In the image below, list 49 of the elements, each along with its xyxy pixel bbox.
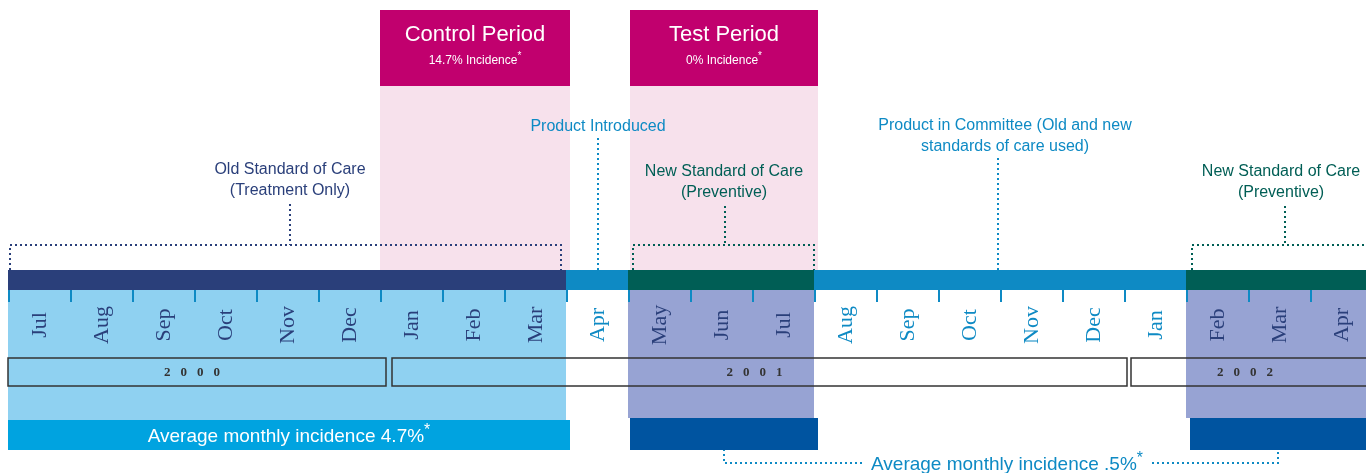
leader-line (1191, 205, 1366, 271)
period-label: New Standard of Care (Preventive) (1196, 158, 1366, 206)
leader-line (1151, 449, 1279, 464)
month-label: Jul (26, 311, 52, 340)
month-label: May (646, 303, 672, 348)
incidence-label: Average monthly incidence .5%$^{*}$ (862, 451, 1152, 473)
leader-line (9, 203, 562, 271)
month-label: Nov (1018, 305, 1044, 346)
year-label: 2000 (163, 364, 231, 380)
month-label: Feb (1204, 307, 1230, 344)
month-label: Oct (212, 308, 238, 343)
month-label: Dec (1080, 306, 1106, 345)
period-title: Control Period (404, 20, 546, 48)
period-label: Old Standard of Care (Treatment Only) (190, 156, 390, 204)
leader-line (997, 157, 999, 271)
month-label: Aug (832, 305, 858, 346)
month-label: Feb (460, 307, 486, 344)
year-label: 2002 (1216, 364, 1284, 380)
timeline-bar (628, 270, 814, 302)
month-label: Apr (584, 306, 610, 345)
month-label: Jan (1142, 309, 1168, 342)
month-label: Jul (770, 311, 796, 340)
month-label: Jan (398, 309, 424, 342)
timeline-bar (1186, 270, 1366, 302)
timeline-bar (8, 270, 566, 302)
month-label: Oct (956, 308, 982, 343)
incidence-bar (1190, 418, 1366, 450)
month-label: Apr (1328, 306, 1354, 345)
incidence-text: 0% Incidence$^{*}$ (686, 48, 762, 69)
month-label: Aug (88, 305, 114, 346)
incidence-bar (630, 418, 818, 450)
month-label: Sep (894, 307, 920, 344)
incidence-text: 14.7% Incidence$^{*}$ (428, 48, 522, 69)
event-label: Product Introduced (513, 114, 683, 138)
timeline-bar (814, 270, 1186, 302)
event-label: Product in Committee (Old and new standards of care used) (860, 114, 1150, 158)
month-label: Mar (1266, 305, 1292, 346)
period-label: New Standard of Care (Preventive) (634, 158, 814, 206)
month-label: Dec (336, 306, 362, 345)
period-title: Test Period (668, 20, 780, 48)
leader-line (632, 205, 815, 271)
incidence-bar: Average monthly incidence 4.7%$^{*}$ (8, 420, 570, 450)
timeline-bar (566, 270, 628, 302)
month-label: Mar (522, 305, 548, 346)
leader-line (597, 137, 599, 271)
month-label: Sep (150, 307, 176, 344)
year-label: 2001 (725, 364, 794, 380)
month-label: Nov (274, 305, 300, 346)
month-label: Jun (708, 308, 734, 343)
